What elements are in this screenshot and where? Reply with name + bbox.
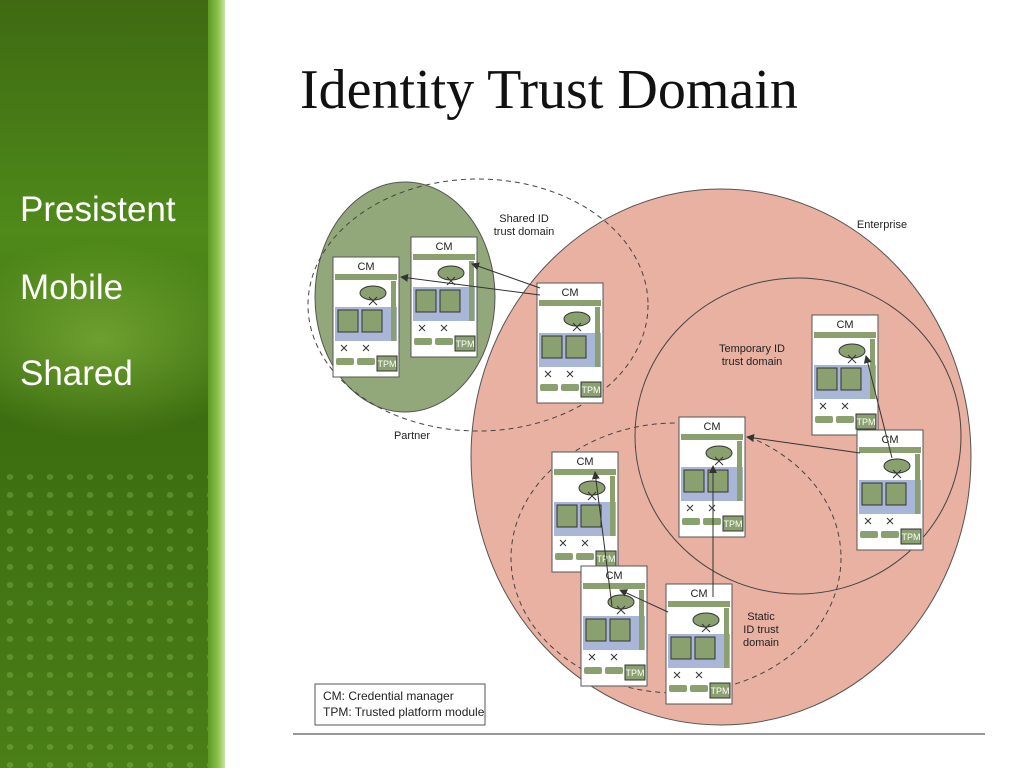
sidebar-glow [0, 240, 225, 440]
legend-box [314, 683, 486, 726]
shared-domain-label-line2: trust domain [494, 226, 555, 238]
device-partner-1: CM TPM [332, 256, 400, 378]
device-temporary-2: CM TPM [856, 429, 924, 551]
cm-label: CM [435, 241, 452, 253]
arrow-shared-to-partner-1 [400, 273, 541, 296]
cm-label: CM [690, 588, 707, 600]
static-domain-label-line3: domain [743, 637, 779, 649]
temporary-id-domain-boundary [634, 277, 962, 595]
device-static-1: CM TPM [551, 451, 619, 573]
tpm-label: TPM [711, 686, 730, 696]
cm-label: CM [836, 319, 853, 331]
device-shared: CM TPM [536, 282, 604, 404]
temporary-domain-label-line1: Temporary ID [719, 343, 785, 355]
shared-domain-label-line1: Shared ID [499, 213, 549, 225]
cm-label: CM [561, 287, 578, 299]
sidebar-item-shared: Shared [20, 354, 133, 393]
shared-id-domain-boundary [307, 178, 649, 432]
cm-label: CM [357, 261, 374, 273]
device-static-3: CM TPM [665, 583, 733, 705]
device-static-2: CM TPM [580, 565, 648, 687]
cm-label: CM [576, 456, 593, 468]
tpm-label: TPM [902, 532, 921, 542]
static-domain-label-line2: ID trust [743, 624, 778, 636]
device-center: CM TPM [678, 416, 746, 538]
temporary-domain-label-line2: trust domain [722, 356, 783, 368]
cm-label: CM [881, 434, 898, 446]
device-partner-2: CM TPM [410, 236, 478, 358]
tpm-label: TPM [626, 668, 645, 678]
sidebar [0, 0, 225, 768]
arrow-static3-to-static2 [619, 589, 669, 613]
arrow-shared-to-partner-2 [471, 262, 541, 289]
arrow-temp2-to-center [746, 434, 861, 454]
arrow-static2-to-static1 [591, 471, 613, 607]
legend-line-cm: CM: Credential manager [323, 689, 454, 703]
tpm-label: TPM [724, 519, 743, 529]
slide-title: Identity Trust Domain [300, 59, 798, 121]
tpm-label: TPM [857, 417, 876, 427]
cm-label: CM [605, 570, 622, 582]
sidebar-dot-pattern [0, 468, 208, 768]
tpm-label: TPM [582, 385, 601, 395]
sidebar-item-mobile: Mobile [20, 268, 124, 307]
arrow-temp2-to-temp1 [863, 355, 893, 459]
legend-line-tpm: TPM: Trusted platform module [323, 705, 485, 719]
sidebar-stripe [208, 0, 225, 768]
device-temporary-1: CM TPM [811, 314, 879, 436]
enterprise-label: Enterprise [857, 219, 907, 231]
tpm-label: TPM [456, 339, 475, 349]
static-domain-label-line1: Static [747, 611, 775, 623]
partner-label: Partner [394, 430, 430, 442]
sidebar-item-presistent: Presistent [20, 190, 176, 229]
cm-label: CM [703, 421, 720, 433]
tpm-label: TPM [378, 359, 397, 369]
